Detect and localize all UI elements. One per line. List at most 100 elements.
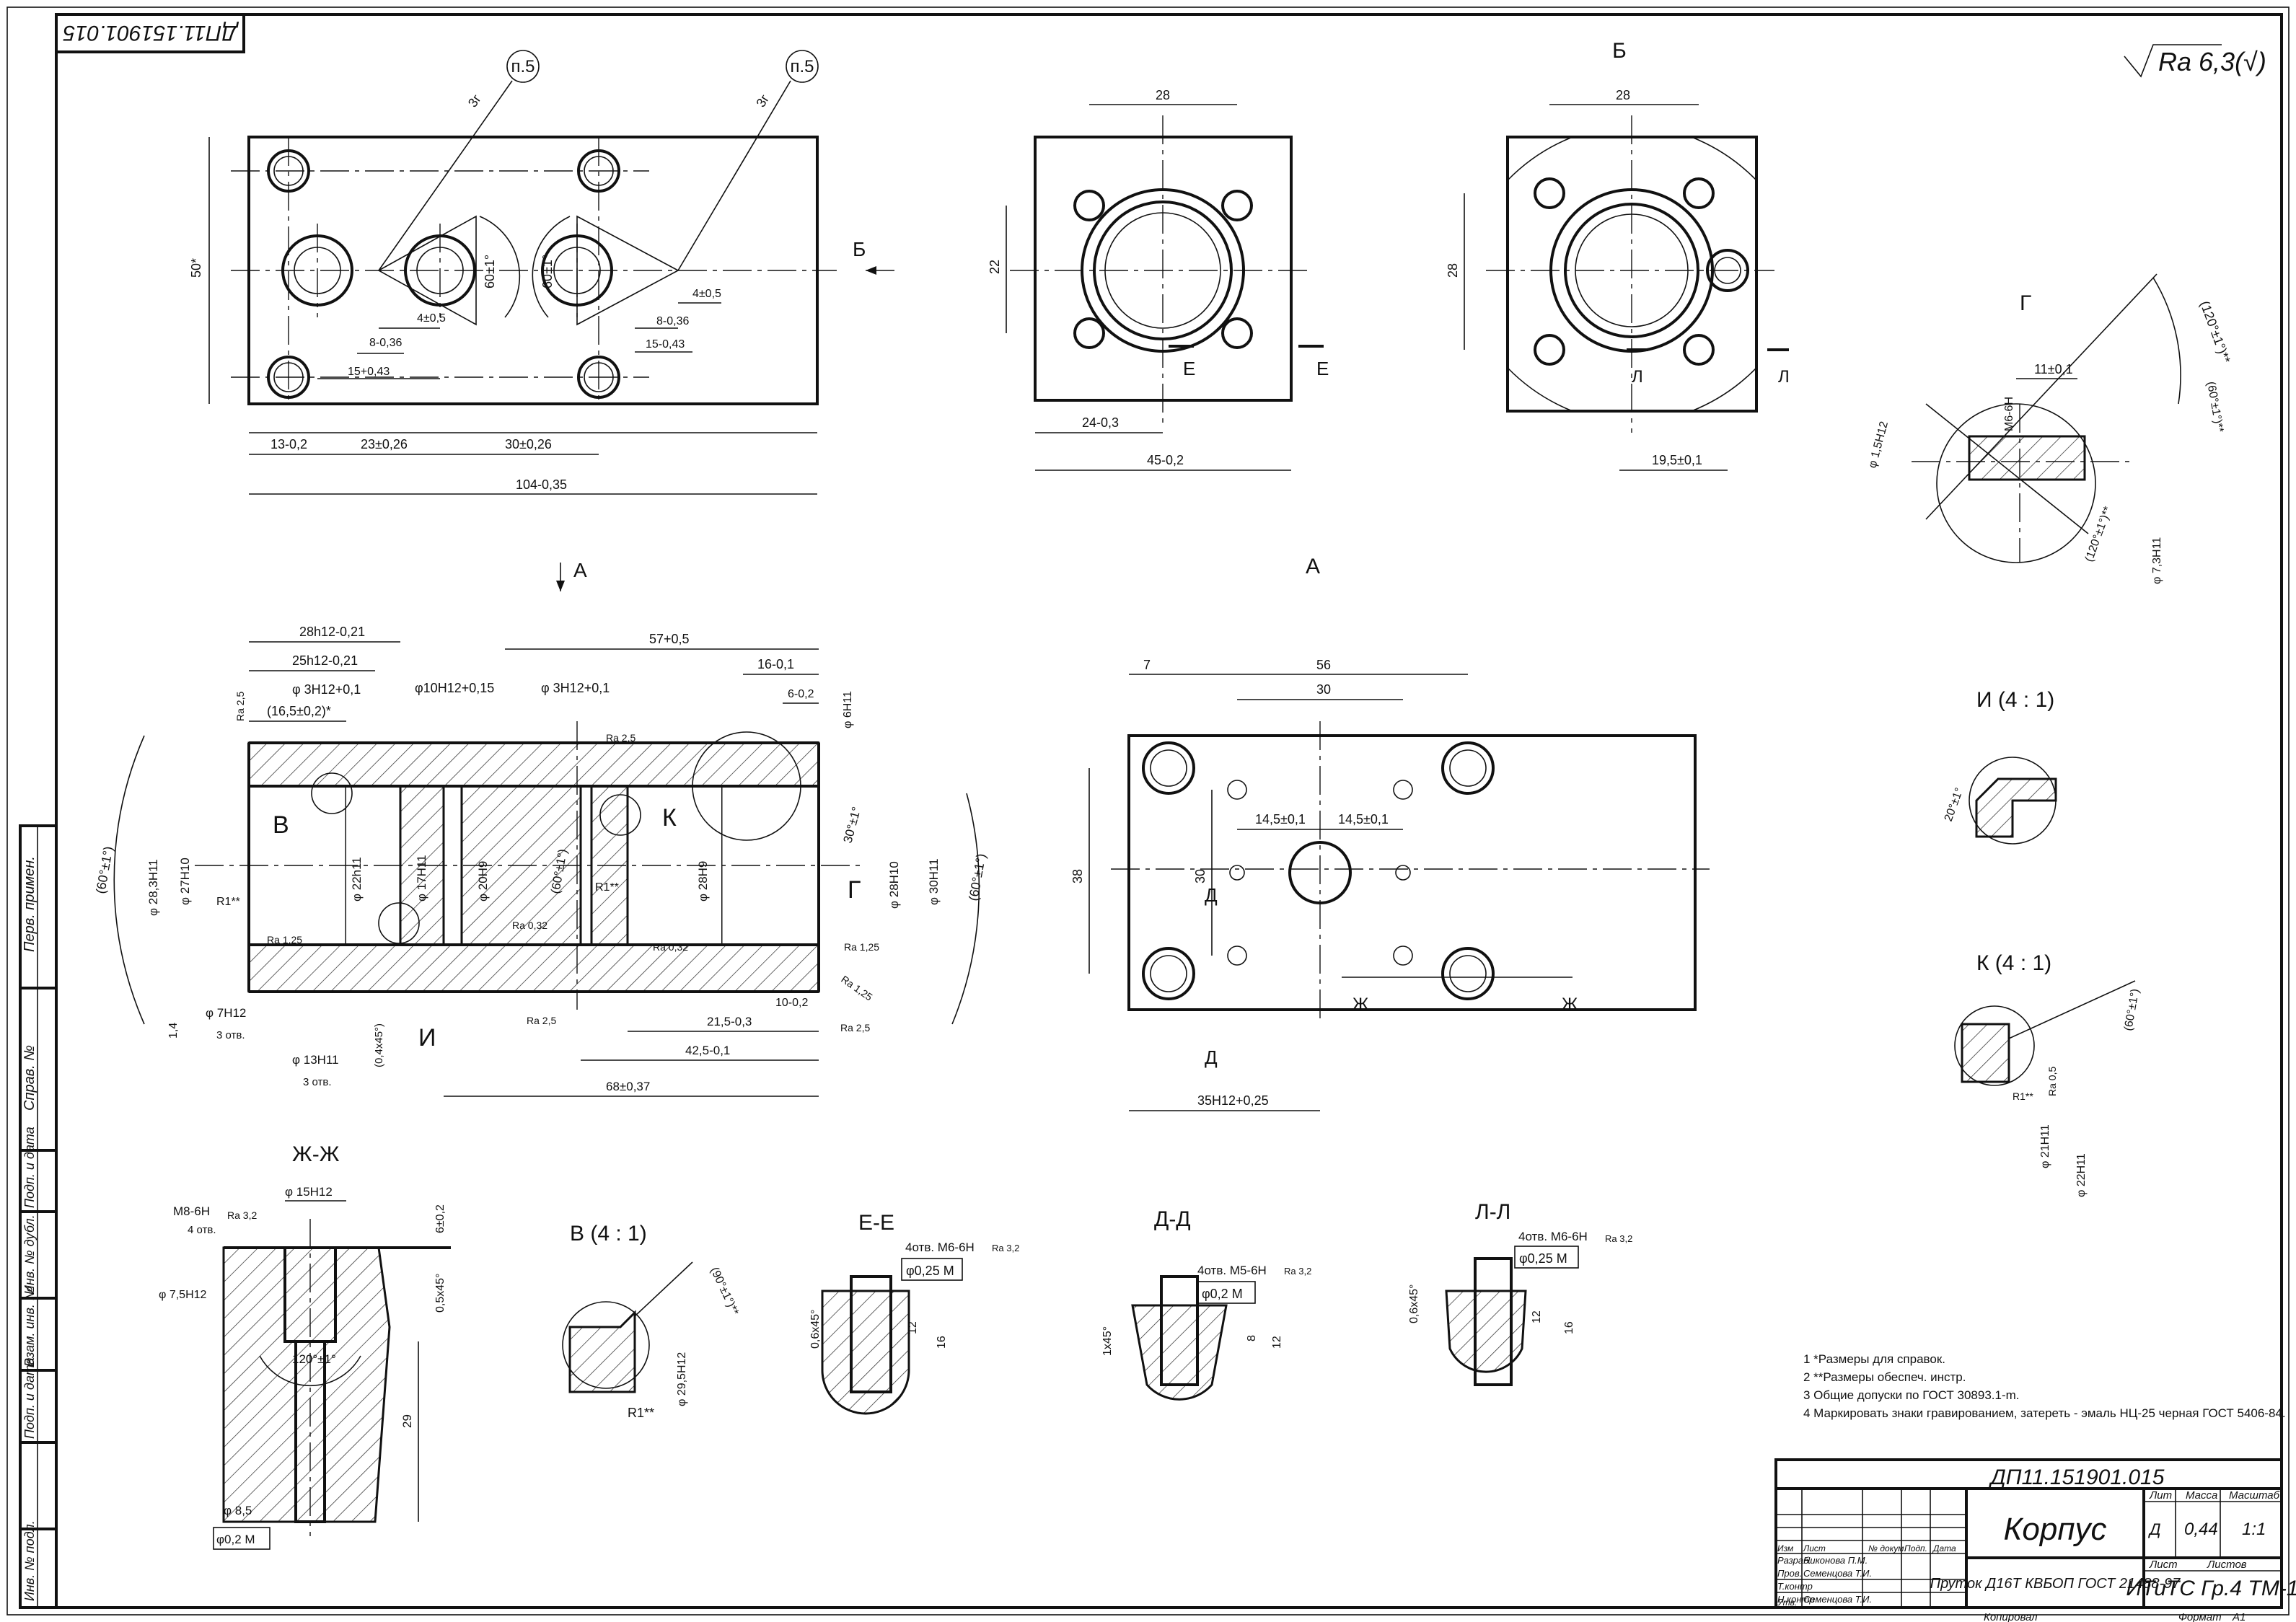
section-l-tol: φ0,25 М bbox=[1519, 1251, 1567, 1266]
section-d-d12: 12 bbox=[1271, 1336, 1283, 1349]
section-e-ra: Ra 3,2 bbox=[992, 1243, 1019, 1253]
plan-dim-30: 30 bbox=[1316, 682, 1331, 697]
outer-frame bbox=[6, 6, 2290, 1616]
section-g-d73: φ 7,3Н11 bbox=[2151, 537, 2163, 584]
plan-view-title: А bbox=[1306, 555, 1320, 578]
detail-k-d22: φ 22Н11 bbox=[2075, 1153, 2088, 1197]
section-zh: Ж-Ж М8-6Н 4 отв. Ra 3,2 φ 15Н12 6±0,2 φ … bbox=[159, 1142, 451, 1550]
plan-dim-56: 56 bbox=[1316, 658, 1331, 672]
view-b-square: Б 28 28 19,5±0,1 Л Л bbox=[1446, 39, 1790, 471]
side-col-0: Перв. примен. bbox=[22, 856, 38, 952]
view-a-square: 28 22 24-0,3 45-0,2 Е Е bbox=[988, 88, 1329, 471]
view-a-dim-22: 22 bbox=[988, 260, 1002, 274]
ra-0-32-b: Ra 0,32 bbox=[653, 941, 688, 953]
cut-e-2: Е bbox=[1316, 358, 1329, 379]
notes-block: 1 *Размеры для справок. 2 **Размеры обес… bbox=[1803, 1352, 2286, 1420]
dim-4-left: 4±0,5 bbox=[417, 312, 446, 325]
detail-v-r1: R1** bbox=[628, 1406, 654, 1420]
section-g-title: Г bbox=[2020, 291, 2031, 315]
note-4: 4 Маркировать знаки гравированием, затер… bbox=[1803, 1406, 2286, 1420]
stamp-copied-label: Копировал bbox=[1984, 1611, 2038, 1622]
stamp-organization: ИТиТС Гр.4 ТМ-1 bbox=[2126, 1577, 2296, 1600]
stamp-title: Корпус bbox=[2003, 1512, 2106, 1547]
dim-10b: 10-0,2 bbox=[775, 997, 808, 1009]
dim-r1-mid: R1** bbox=[595, 881, 619, 894]
dim-30: 30±0,26 bbox=[505, 437, 552, 451]
note-1: 1 *Размеры для справок. bbox=[1803, 1352, 1945, 1366]
plan-view: А 7 56 30 14,5±0,1 14,5±0,1 38 30 35Н12+… bbox=[1070, 555, 1710, 1111]
dim-28h: 28h12-0,21 bbox=[299, 625, 365, 639]
arrow-a-label: А bbox=[573, 559, 587, 581]
stamp-scale-value: 1:1 bbox=[2242, 1520, 2266, 1539]
plan-dim-14-5-a: 14,5±0,1 bbox=[1255, 812, 1306, 827]
dim-4-right: 4±0,5 bbox=[692, 288, 721, 300]
detail-i-title: 20°±1° bbox=[1943, 786, 1966, 823]
inner-frame bbox=[55, 13, 2283, 1609]
stamp-scale-label: Масштаб bbox=[2229, 1489, 2280, 1502]
dim-holes3-b: 3 отв. bbox=[303, 1076, 332, 1088]
zh-holes: 4 отв. bbox=[188, 1224, 216, 1236]
plan-dim-30v: 30 bbox=[1193, 869, 1208, 883]
cut-d-1: Д bbox=[1205, 884, 1218, 906]
section-g-d15: φ 1,5Н12 bbox=[1866, 420, 1891, 470]
dim-16: 16-0,1 bbox=[757, 657, 794, 671]
stamp-row-list: Лист bbox=[1803, 1543, 1826, 1553]
detail-i: 20°±1° И (4 : 1) bbox=[1943, 688, 2057, 845]
dim-14: 1,4 bbox=[167, 1023, 180, 1039]
detail-k-d21: φ 21Н11 bbox=[2039, 1124, 2051, 1168]
detail-mark-k: К bbox=[662, 804, 677, 832]
zh-a120: 120°±1° bbox=[292, 1352, 336, 1366]
section-e-chamfer: 0,6х45° bbox=[809, 1310, 822, 1349]
side-col-5: Подп. и дата bbox=[22, 1357, 37, 1439]
stamp-mass-value: 0,44 bbox=[2184, 1520, 2218, 1539]
stamp-nkontr-name: Семенцова Т.И. bbox=[1803, 1594, 1872, 1605]
stamp-row-doc: № докум. bbox=[1868, 1543, 1906, 1553]
section-d-tol: φ0,2 М bbox=[1202, 1287, 1243, 1301]
ra-2-5-d: Ra 2,5 bbox=[840, 1022, 870, 1033]
dim-3h-right: φ 3Н12+0,1 bbox=[541, 681, 610, 695]
zh-d7-5: φ 7,5Н12 bbox=[159, 1289, 207, 1301]
plan-dim-35: 35Н12+0,25 bbox=[1197, 1093, 1269, 1108]
note-3: 3 Общие допуски по ГОСТ 30893.1-m. bbox=[1803, 1388, 2020, 1402]
ra-0-32-a: Ra 0,32 bbox=[512, 920, 547, 931]
dim-13h: φ 13Н11 bbox=[292, 1053, 339, 1067]
dim-8-left: 8-0,36 bbox=[369, 337, 402, 349]
dim-a60-left: (60°±1°) bbox=[93, 845, 115, 895]
detail-mark-g: Г bbox=[848, 876, 861, 904]
roughness-label: Ra 6,3(√) bbox=[2158, 47, 2266, 76]
zh-d15: φ 15Н12 bbox=[285, 1185, 333, 1199]
ra-1-25-c: Ra 1,25 bbox=[839, 973, 875, 1002]
section-e-tol: φ0,25 М bbox=[906, 1264, 954, 1278]
dim-3g-right: 3г bbox=[753, 92, 772, 110]
doc-number-upper-box: ДП11.151901.015 bbox=[55, 13, 245, 53]
side-col-1: Справ. № bbox=[22, 1045, 38, 1111]
ra-2-5-a: Ra 2,5 bbox=[234, 692, 246, 721]
zh-m8: М8-6Н bbox=[173, 1204, 210, 1218]
cut-zh-2: Ж bbox=[1562, 995, 1578, 1014]
detail-k-a60: (60°±1°) bbox=[2122, 988, 2142, 1032]
roughness-symbol: Ra 6,3(√) bbox=[2124, 44, 2266, 78]
dim-68: 68±0,37 bbox=[606, 1080, 650, 1093]
dim-10h: φ10Н12+0,15 bbox=[415, 681, 494, 695]
detail-mark-v: В bbox=[273, 811, 289, 839]
dim-8-right: 8-0,36 bbox=[656, 315, 689, 327]
section-g-a60: (60°±1°)** bbox=[2204, 381, 2225, 433]
cut-l-1: Л bbox=[1632, 367, 1643, 387]
side-col-6: Инв. № подл. bbox=[22, 1520, 37, 1601]
binding-strip: Перв. примен. Справ. № Подп. и дата Инв.… bbox=[19, 824, 58, 1609]
ra-1-25-b: Ra 1,25 bbox=[844, 941, 879, 953]
section-l-title: Л-Л bbox=[1475, 1200, 1510, 1224]
section-e-d12: 12 bbox=[907, 1321, 919, 1334]
dim-60-right: 60±1° bbox=[540, 255, 555, 288]
section-l-ra: Ra 3,2 bbox=[1605, 1233, 1632, 1244]
main-section: В К Г И (60°±1°) (60°±1°) 28h12-0,21 25h… bbox=[93, 625, 988, 1097]
stamp-format-value: А1 bbox=[2232, 1611, 2246, 1622]
side-col-4: Взам. инв. № bbox=[22, 1287, 37, 1367]
stamp-prov-label: Пров. bbox=[1777, 1568, 1802, 1579]
dim-15-right: 15-0,43 bbox=[646, 338, 685, 351]
doc-number-upper: ДП11.151901.015 bbox=[63, 21, 239, 45]
stamp-nkontr-label: Н.контр bbox=[1777, 1594, 1814, 1605]
zh-d8-5: φ 8,5 bbox=[224, 1504, 252, 1517]
section-g-m6: М6-6Н bbox=[2003, 397, 2015, 431]
